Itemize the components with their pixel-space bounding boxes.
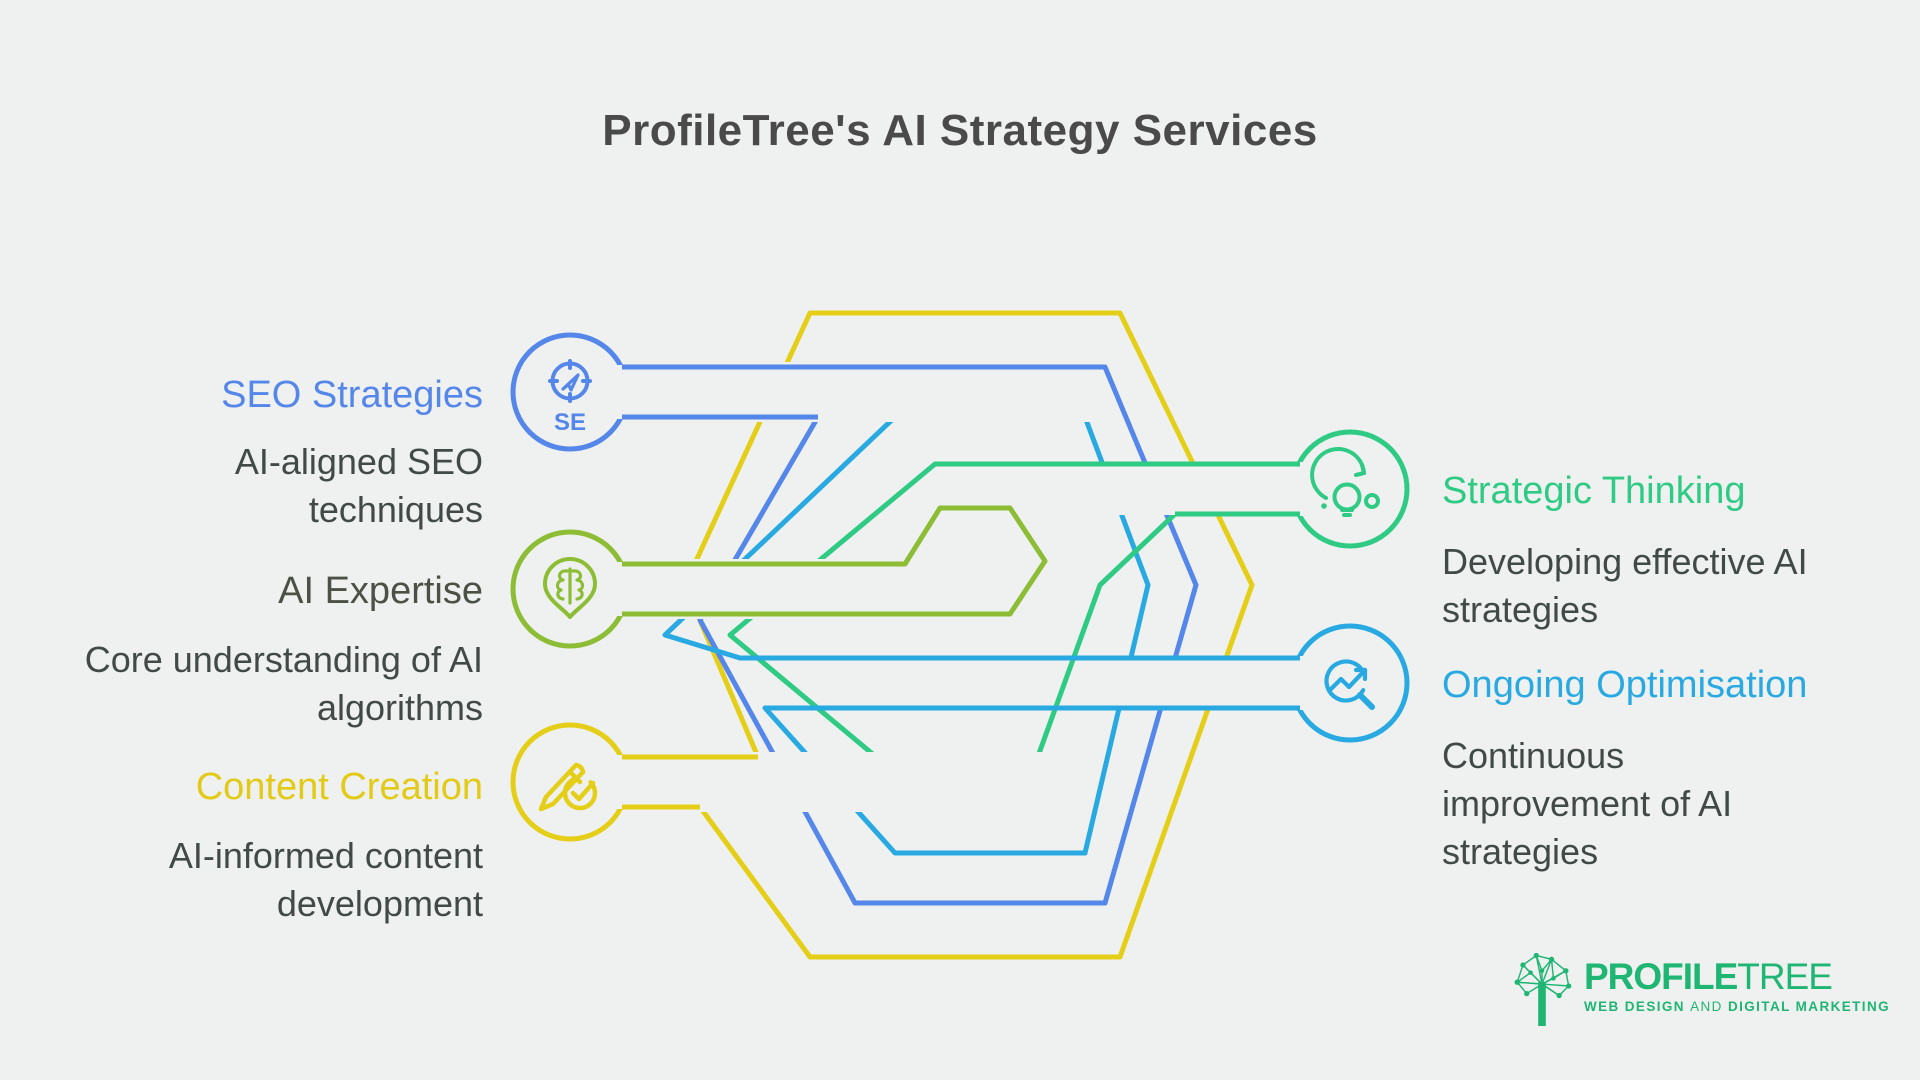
logo-wordmark: PROFILETREE [1584, 958, 1890, 996]
ongoing-subtitle: Continuous improvement of AI strategies [1442, 735, 1733, 872]
strategic-subtitle: Developing effective AI strategies [1442, 541, 1808, 630]
tree-network-icon [1514, 952, 1572, 1026]
profiletree-logo: PROFILETREE WEB DESIGN AND DIGITAL MARKE… [1510, 946, 1890, 1026]
ongoing-title: Ongoing Optimisation [1442, 664, 1808, 706]
logo-word-profile: PROFILE [1583, 956, 1738, 997]
node-icons: SE [538, 359, 1380, 812]
page-title: ProfileTree's AI Strategy Services [602, 106, 1318, 155]
seo-icon-label: SE [554, 409, 586, 436]
expertise-title: AI Expertise [278, 570, 483, 612]
ring-gaps [614, 365, 1306, 809]
loop-expertise-lime [645, 505, 1048, 617]
strategic-title: Strategic Thinking [1442, 470, 1746, 512]
corridor-walls [622, 364, 1300, 810]
magnifier-trend-icon [1324, 659, 1375, 710]
content-subtitle: AI-informed content development [168, 835, 483, 924]
brain-pin-icon [543, 557, 597, 619]
seo-subtitle: AI-aligned SEO techniques [234, 441, 483, 530]
loop-seo-blue [645, 364, 1199, 906]
loop-content-yellow [645, 310, 1255, 960]
logo-word-tree: TREE [1737, 956, 1833, 997]
logo-tagline: WEB DESIGN AND DIGITAL MARKETING [1583, 999, 1890, 1014]
compass-icon: SE [548, 359, 592, 436]
expertise-subtitle: Core understanding of AI algorithms [84, 639, 483, 728]
idea-bulb-icon [1310, 447, 1380, 517]
seo-title: SEO Strategies [221, 374, 483, 416]
pencil-check-icon [538, 762, 598, 812]
content-title: Content Creation [195, 766, 483, 808]
